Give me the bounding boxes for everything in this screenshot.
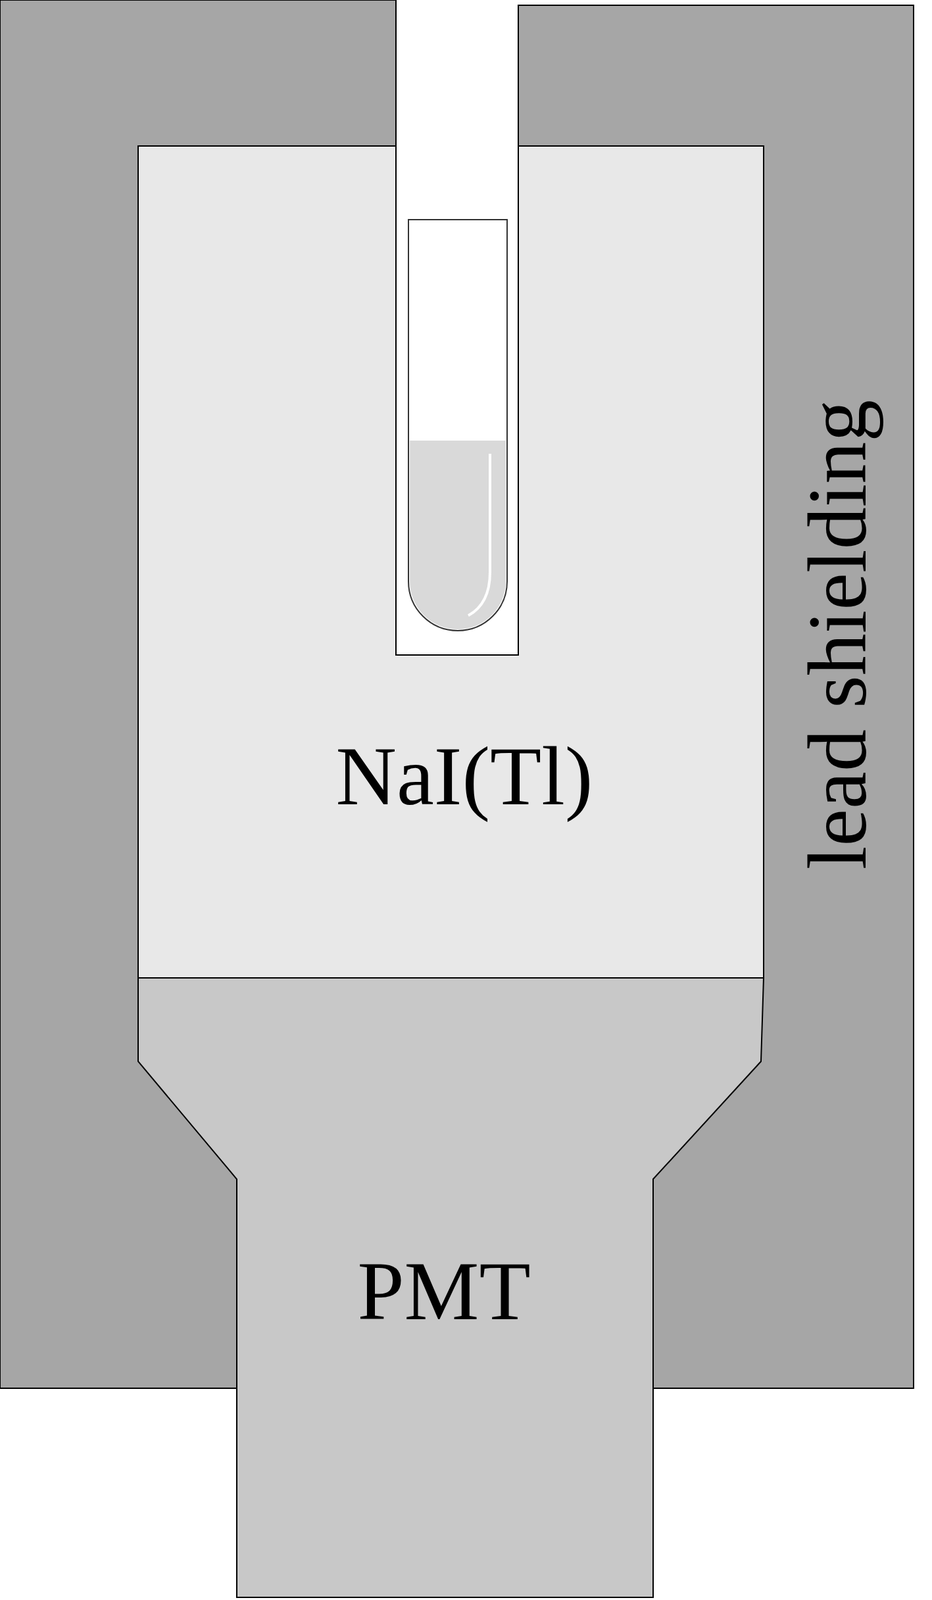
photomultiplier-tube: PMT — [138, 978, 764, 1598]
part-label: PMT — [357, 1249, 531, 1334]
test-tube — [408, 219, 508, 631]
detector-well — [397, 0, 517, 654]
scintillator-crystal-shape — [138, 146, 764, 979]
sample-liquid — [409, 440, 506, 630]
scintillator-crystal: NaI(Tl) — [138, 146, 764, 979]
part-label: NaI(Tl) — [336, 734, 594, 819]
photomultiplier-tube-shape — [138, 978, 764, 1598]
scintillator-crystal-outline — [138, 146, 764, 979]
part-label: lead shielding — [795, 399, 880, 871]
tube-highlight — [468, 453, 491, 616]
